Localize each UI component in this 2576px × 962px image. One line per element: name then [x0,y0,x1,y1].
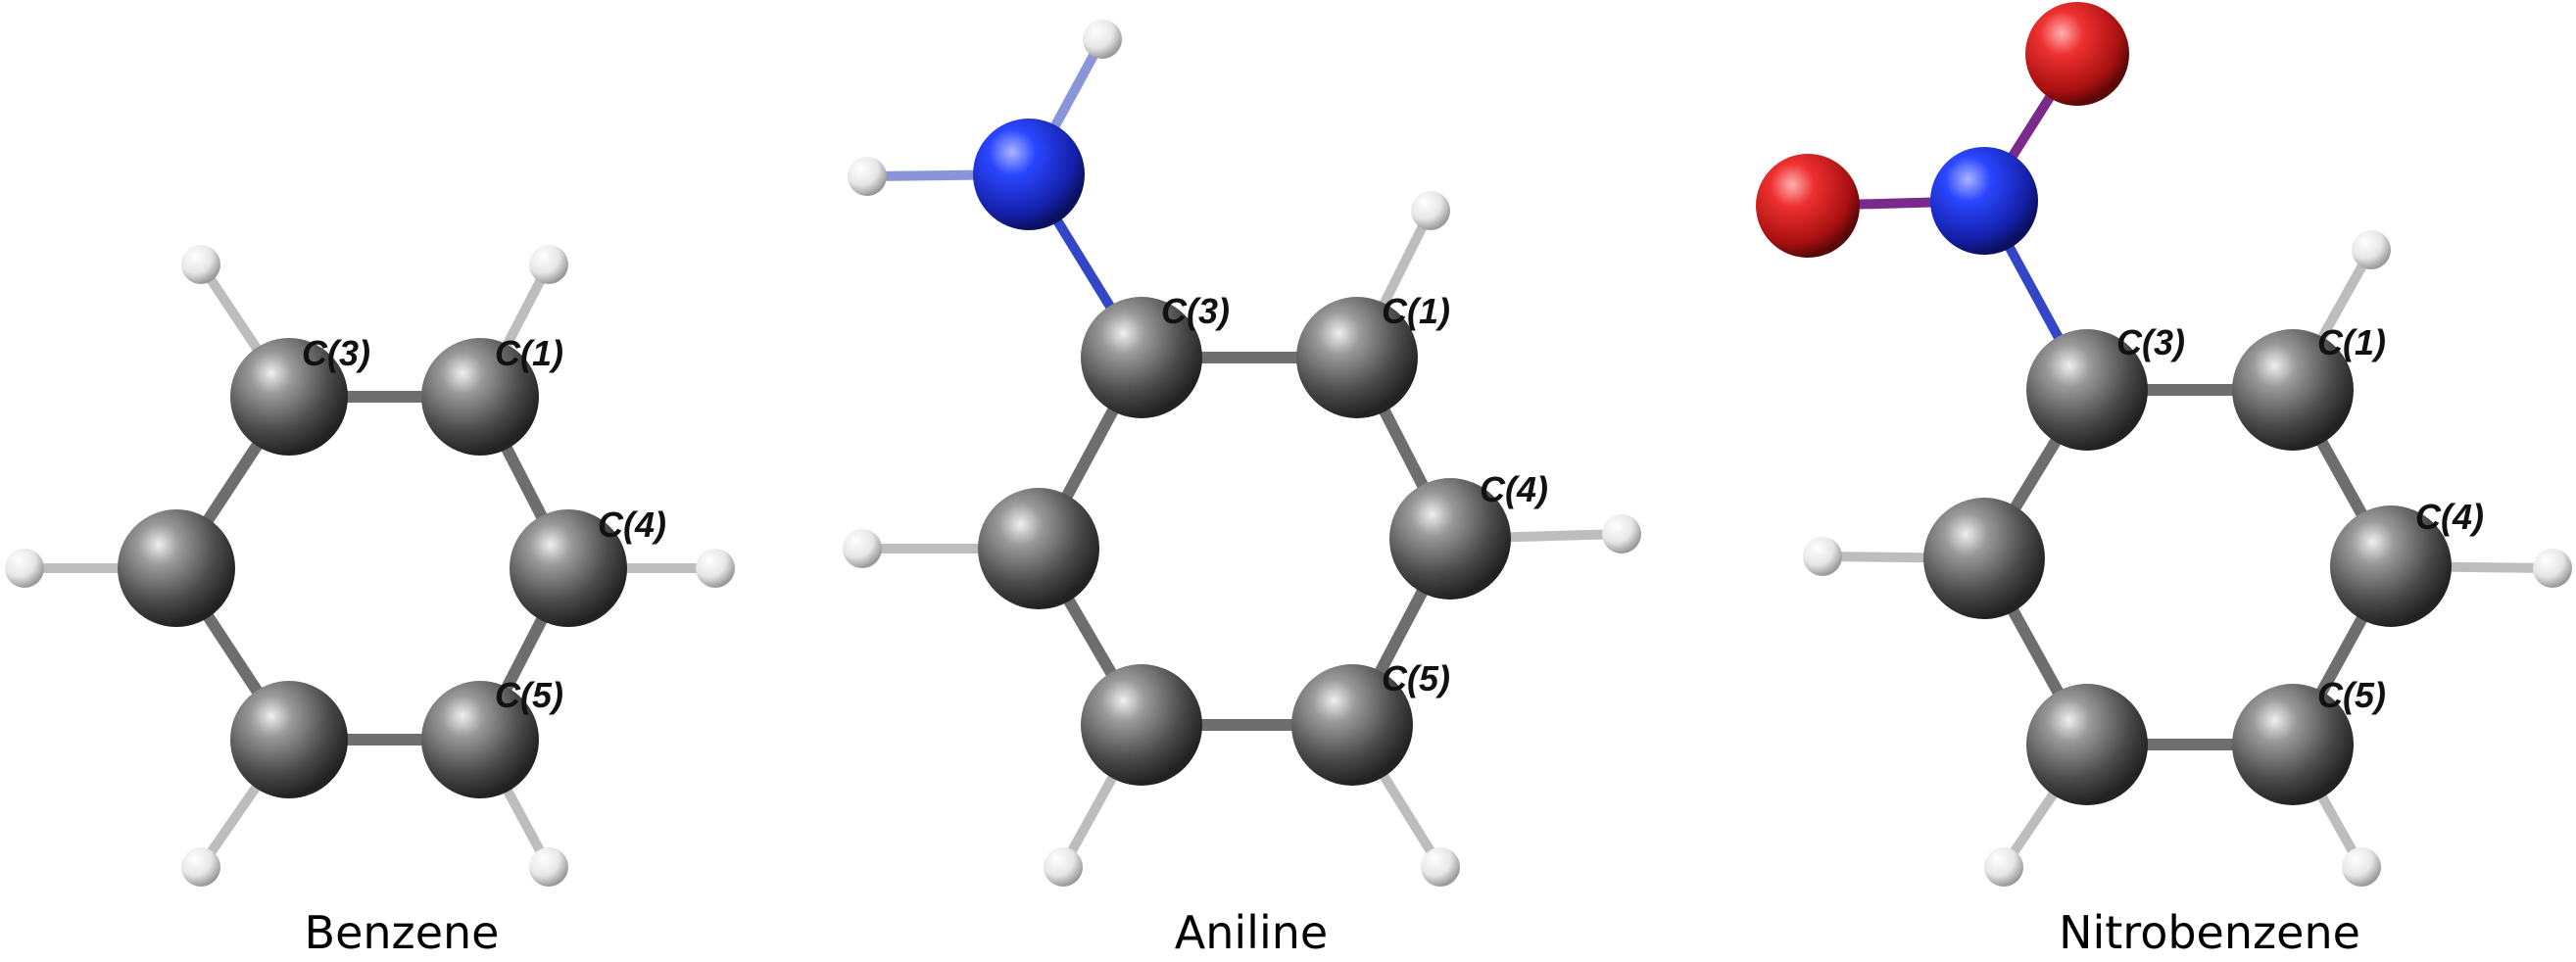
benzene-caption: Benzene [305,906,500,959]
hydrogen-atom [1803,537,1842,576]
aniline-label-c3: C(3) [1161,291,1230,331]
hydrogen-atom [1044,847,1083,887]
aniline-label-c5: C(5) [1382,658,1450,698]
hydrogen-atom [2352,230,2391,269]
hydrogen-atom [1602,514,1641,553]
nitrobenzene-carbons [1923,329,2452,805]
aniline-caption: Aniline [1175,906,1328,959]
hydrogen-atom [843,529,882,568]
aniline-molecule: C(3) C(1) C(4) C(5) Aniline [843,20,1641,959]
hydrogen-atom [181,847,220,887]
aniline-label-c4: C(4) [1480,469,1548,509]
carbon-atom-c1 [421,338,539,456]
hydrogen-atom [529,847,568,887]
hydrogen-atom [1421,847,1460,887]
carbon-atom-c4 [510,509,627,627]
nitrobenzene-bonds [1803,49,2557,872]
benzene-label-c4: C(4) [598,505,666,545]
carbon-atom [978,488,1099,609]
carbon-atom-c3 [2026,329,2148,451]
aniline-hydrogens [843,20,1641,887]
benzene-hydrogens [5,245,735,887]
hydrogen-atom [1984,847,2023,887]
benzene-label-c3: C(3) [302,333,370,373]
carbon-atom-c4 [2330,505,2452,627]
carbon-atom [230,681,348,798]
carbon-atom-c1 [2232,329,2354,451]
nitrobenzene-label-c4: C(4) [2415,497,2484,537]
carbon-atom-c5 [421,681,539,798]
carbon-atom [2026,684,2148,805]
carbon-atom [118,509,235,627]
hydrogen-atom [1411,191,1450,230]
hydrogen-atom [2533,549,2572,588]
nitrobenzene-hydrogens [1803,230,2572,887]
hydrogen-atom [181,245,220,284]
nitrogen-atom [973,119,1085,230]
benzene-molecule: C(3) C(1) C(4) C(5) Benzene [5,245,735,959]
nitrogen-atom [1930,147,2038,255]
nitrobenzene-label-c1: C(1) [2317,322,2386,362]
oxygen-atom [2025,2,2129,106]
carbon-atom-c3 [230,338,348,456]
nitrobenzene-molecule: C(3) C(1) C(4) C(5) Nitrobenzene [1756,2,2572,959]
carbon-atom-c5 [2232,684,2354,805]
benzene-carbons [118,338,627,798]
carbon-atom-c4 [1389,478,1511,600]
hydrogen-atom [2342,847,2381,887]
carbon-atom-c5 [1291,664,1413,786]
benzene-label-c5: C(5) [495,675,563,715]
hydrogen-atom [1083,20,1122,59]
carbon-atom-c3 [1081,297,1202,418]
aniline-carbons [978,297,1511,786]
hydrogen-atom [696,549,735,588]
nitrobenzene-label-c3: C(3) [2116,322,2185,362]
oxygen-atom [1756,154,1860,258]
benzene-label-c1: C(1) [495,333,563,373]
carbon-atom-c1 [1296,297,1418,418]
nitrobenzene-label-c5: C(5) [2317,675,2386,715]
carbon-atom [1923,498,2045,619]
hydrogen-atom [848,157,887,196]
hydrogen-atom [529,245,568,284]
nitrobenzene-caption: Nitrobenzene [2059,906,2360,959]
aniline-label-c1: C(1) [1382,291,1450,331]
carbon-atom [1081,664,1202,786]
hydrogen-atom [5,549,44,588]
